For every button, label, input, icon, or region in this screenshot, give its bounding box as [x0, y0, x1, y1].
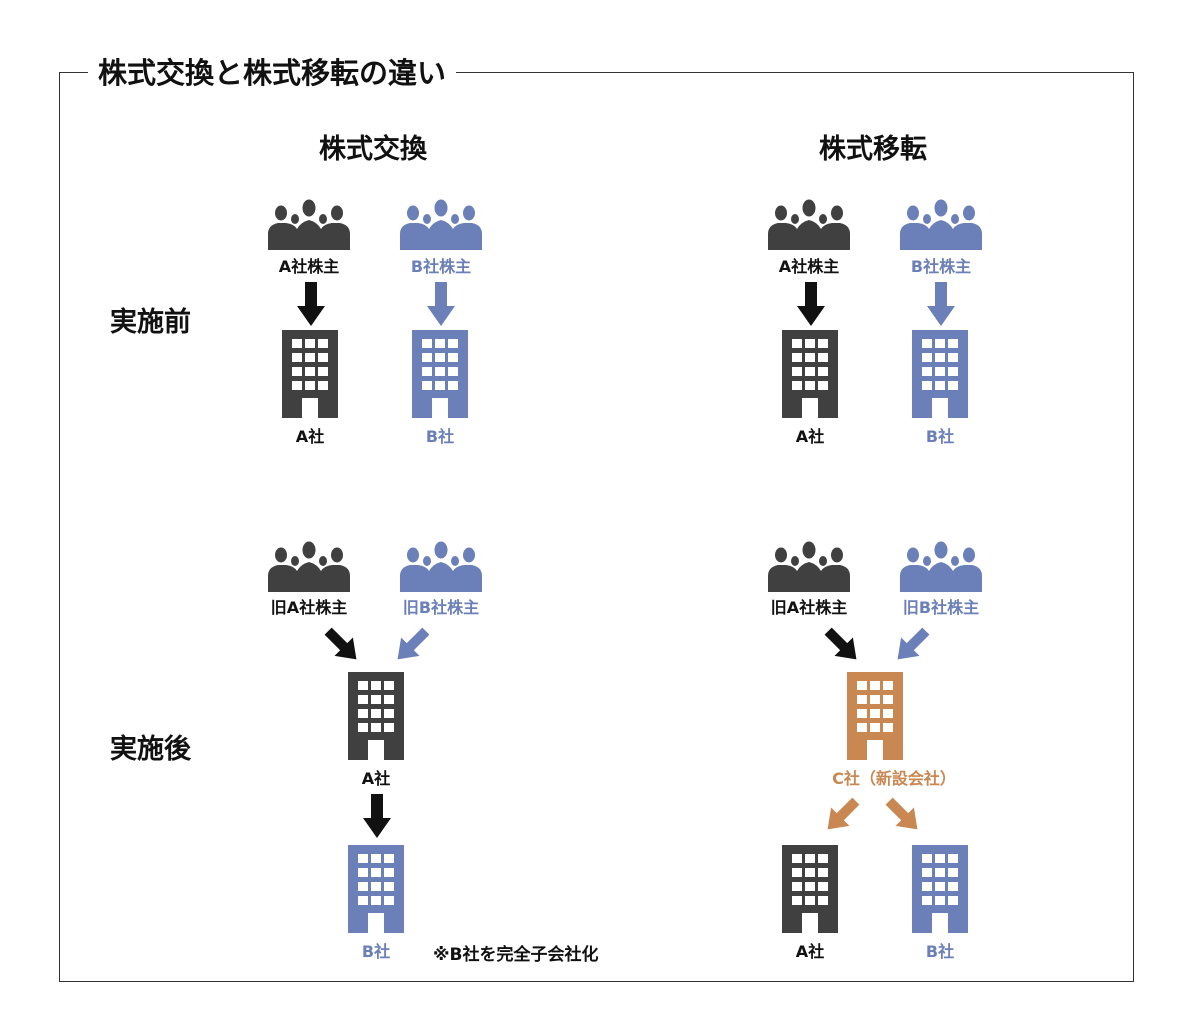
a-company-building-icon	[782, 330, 838, 418]
diagram-title: 株式交換と株式移転の違い	[88, 51, 457, 95]
b-company-building-icon	[412, 330, 468, 418]
old-a-shareholders-label: 旧A社株主	[270, 598, 348, 617]
a-company-label: A社	[795, 427, 825, 446]
b-company-building-icon	[912, 845, 968, 933]
b-company-label: B社	[361, 942, 391, 961]
footnote: ※B社を完全子会社化	[433, 945, 599, 965]
arrow-down-icon	[297, 282, 325, 326]
b-company-building-icon	[912, 330, 968, 418]
old-b-shareholders-people-icon	[400, 540, 482, 592]
arrow-down-icon	[797, 282, 825, 326]
arrow-down-left-icon	[890, 625, 932, 667]
a-shareholders-people-icon	[268, 198, 350, 250]
b-company-label: B社	[425, 427, 455, 446]
b-company-label: B社	[925, 942, 955, 961]
b-shareholders-people-icon	[900, 198, 982, 250]
old-a-shareholders-label: 旧A社株主	[770, 598, 848, 617]
c-company-label: C社（新設会社）	[832, 769, 956, 788]
a-company-building-icon	[782, 845, 838, 933]
arrow-down-icon	[363, 794, 391, 838]
arrow-down-icon	[927, 282, 955, 326]
b-shareholders-label: B社株主	[910, 257, 972, 276]
arrow-down-right-icon	[322, 625, 364, 667]
column-title-exchange: 株式交換	[319, 134, 427, 165]
old-a-shareholders-people-icon	[768, 540, 850, 592]
a-shareholders-people-icon	[768, 198, 850, 250]
b-company-label: B社	[925, 427, 955, 446]
old-b-shareholders-people-icon	[900, 540, 982, 592]
b-company-building-icon	[348, 845, 404, 933]
old-b-shareholders-label: 旧B社株主	[902, 598, 980, 617]
old-a-shareholders-people-icon	[268, 540, 350, 592]
old-b-shareholders-label: 旧B社株主	[402, 598, 480, 617]
b-shareholders-people-icon	[400, 198, 482, 250]
arrow-down-left-icon	[390, 625, 432, 667]
a-company-building-icon	[282, 330, 338, 418]
b-shareholders-label: B社株主	[410, 257, 472, 276]
arrow-down-left-icon	[820, 795, 862, 837]
row-label-before: 実施前	[110, 307, 191, 338]
arrow-down-icon	[427, 282, 455, 326]
a-company-label: A社	[361, 769, 391, 788]
diagram-frame	[59, 72, 1134, 982]
arrow-down-right-icon	[883, 795, 925, 837]
a-company-building-icon	[348, 672, 404, 760]
c-company-building-icon	[847, 672, 903, 760]
arrow-down-right-icon	[822, 625, 864, 667]
column-title-transfer: 株式移転	[819, 134, 927, 165]
a-shareholders-label: A社株主	[778, 257, 840, 276]
a-company-label: A社	[795, 942, 825, 961]
a-company-label: A社	[295, 427, 325, 446]
a-shareholders-label: A社株主	[278, 257, 340, 276]
row-label-after: 実施後	[110, 734, 191, 765]
